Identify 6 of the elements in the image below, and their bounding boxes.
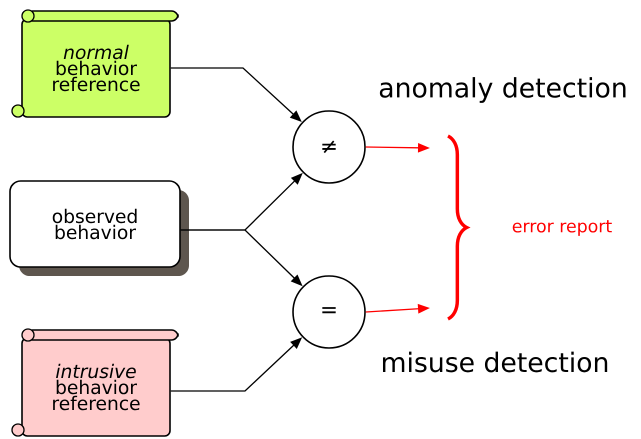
label: anomaly detection bbox=[380, 77, 626, 103]
scroll-box: normal behavior reference bbox=[11, 9, 179, 118]
label: misuse detection bbox=[382, 352, 608, 372]
process-box: observed behavior bbox=[9, 180, 189, 276]
scroll-box: intrusive behavior reference bbox=[11, 328, 179, 437]
label: error report bbox=[512, 220, 612, 236]
